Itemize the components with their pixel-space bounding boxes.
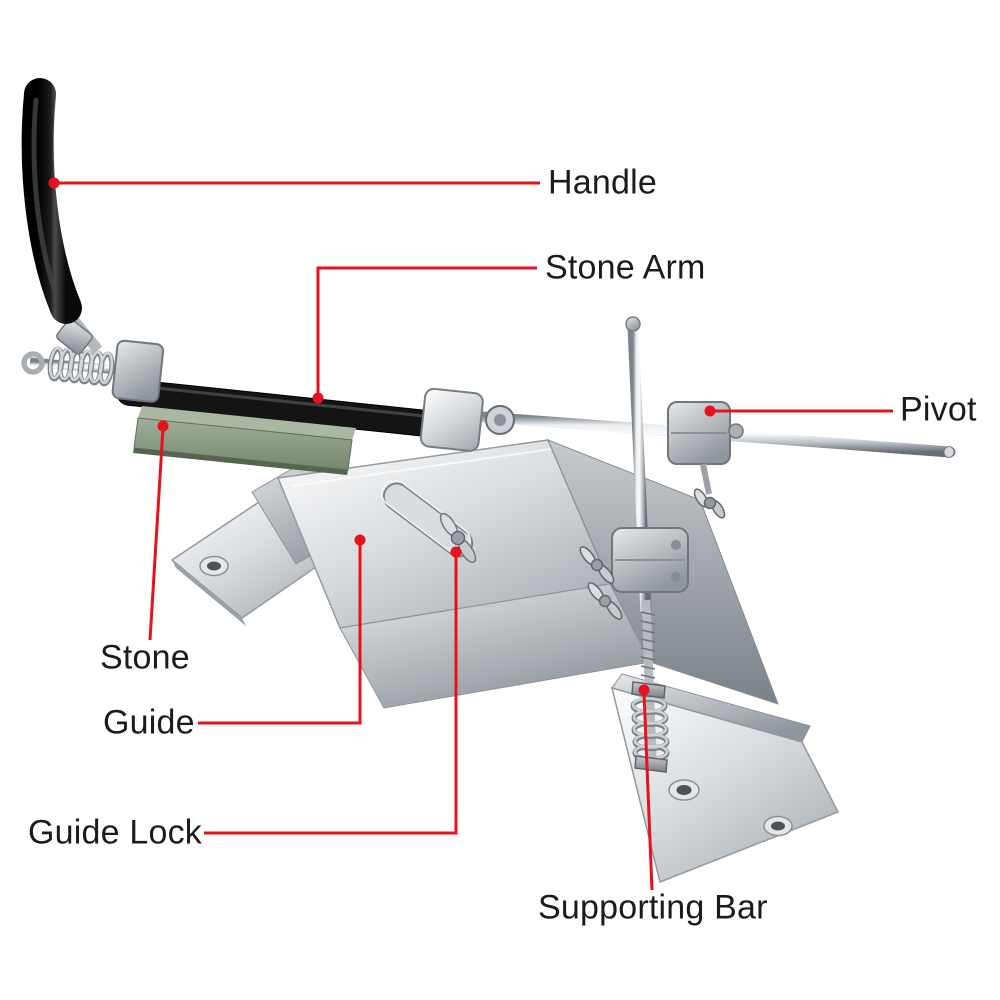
callout-guide: [198, 534, 366, 725]
callout-handle: [48, 177, 540, 189]
label-guide-lock: Guide Lock: [28, 813, 202, 852]
callout-stone-arm: [312, 266, 537, 404]
rod-clamp: [579, 527, 689, 620]
label-handle: Handle: [548, 163, 657, 202]
stone: [133, 406, 356, 475]
callouts: [48, 177, 893, 891]
label-stone-arm: Stone Arm: [545, 248, 706, 287]
callout-dot: [704, 405, 716, 417]
handle: [21, 78, 103, 355]
label-pivot: Pivot: [900, 390, 977, 429]
hex-nut: [634, 755, 668, 773]
callout-supporting-bar: [638, 684, 654, 891]
base: [170, 439, 840, 884]
stone-arm-clamp: [419, 387, 515, 452]
callout-dot: [48, 177, 60, 189]
clamp-wing-nut: [579, 546, 615, 584]
clamp-wing-nut: [587, 582, 623, 620]
callout-dot: [312, 392, 324, 404]
guide-lock-screw: [439, 512, 477, 564]
arm-end-block: [111, 339, 165, 403]
callout-dot: [638, 684, 650, 696]
handle-grip: [21, 78, 82, 324]
pivot-wing-screw: [693, 488, 726, 519]
callout-dot: [450, 546, 462, 558]
pivot-side-screw: [728, 423, 744, 439]
pivot-block: [667, 401, 744, 519]
rod-eyelet: [21, 351, 45, 375]
lower-spring: [630, 697, 670, 762]
callout-dot: [354, 534, 366, 546]
label-supporting-bar: Supporting Bar: [538, 888, 768, 927]
label-guide: Guide: [103, 703, 195, 742]
callout-guide-lock: [204, 546, 462, 835]
label-stone: Stone: [100, 638, 190, 677]
callout-dot: [157, 420, 169, 432]
callout-stone: [148, 420, 169, 641]
callout-pivot: [704, 405, 893, 417]
